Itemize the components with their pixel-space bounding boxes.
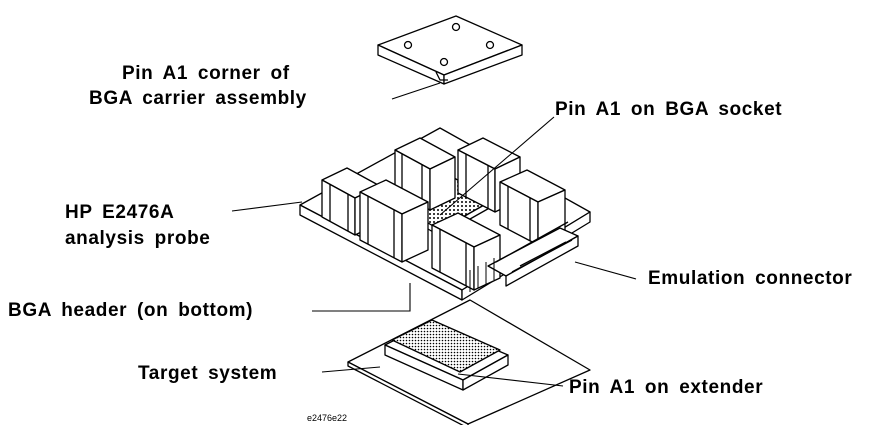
label-bga-carrier-assembly: BGA carrier assembly — [89, 88, 307, 109]
pin-header-strip — [469, 258, 495, 292]
leader-pin-a1-extender — [457, 373, 564, 387]
emulation-connector — [487, 221, 579, 287]
label-pin-a1-socket: Pin A1 on BGA socket — [555, 99, 783, 120]
label-bga-header: BGA header (on bottom) — [8, 300, 254, 321]
leader-target-system — [321, 366, 381, 373]
label-hp-e2476a: HP E2476A — [65, 202, 175, 223]
bga-carrier-assembly — [377, 15, 523, 85]
analysis-probe-board — [299, 127, 591, 301]
connector-tower — [359, 179, 429, 263]
label-analysis-probe: analysis probe — [65, 228, 211, 249]
label-pin-a1-extender: Pin A1 on extender — [569, 377, 764, 398]
leader-emulation-connector — [574, 261, 637, 280]
connector-tower — [394, 137, 456, 211]
leader-pin-a1-socket — [439, 116, 555, 216]
label-emulation-connector: Emulation connector — [648, 268, 853, 289]
label-target-system: Target system — [138, 363, 278, 384]
leader-hp-probe — [231, 201, 303, 212]
leader-pin-a1-corner — [391, 82, 441, 100]
label-pin-a1-corner: Pin A1 corner of — [122, 63, 290, 84]
leader-bga-header — [312, 283, 411, 312]
figure-id: e2476e22 — [307, 413, 348, 423]
bga-extender — [384, 319, 509, 391]
